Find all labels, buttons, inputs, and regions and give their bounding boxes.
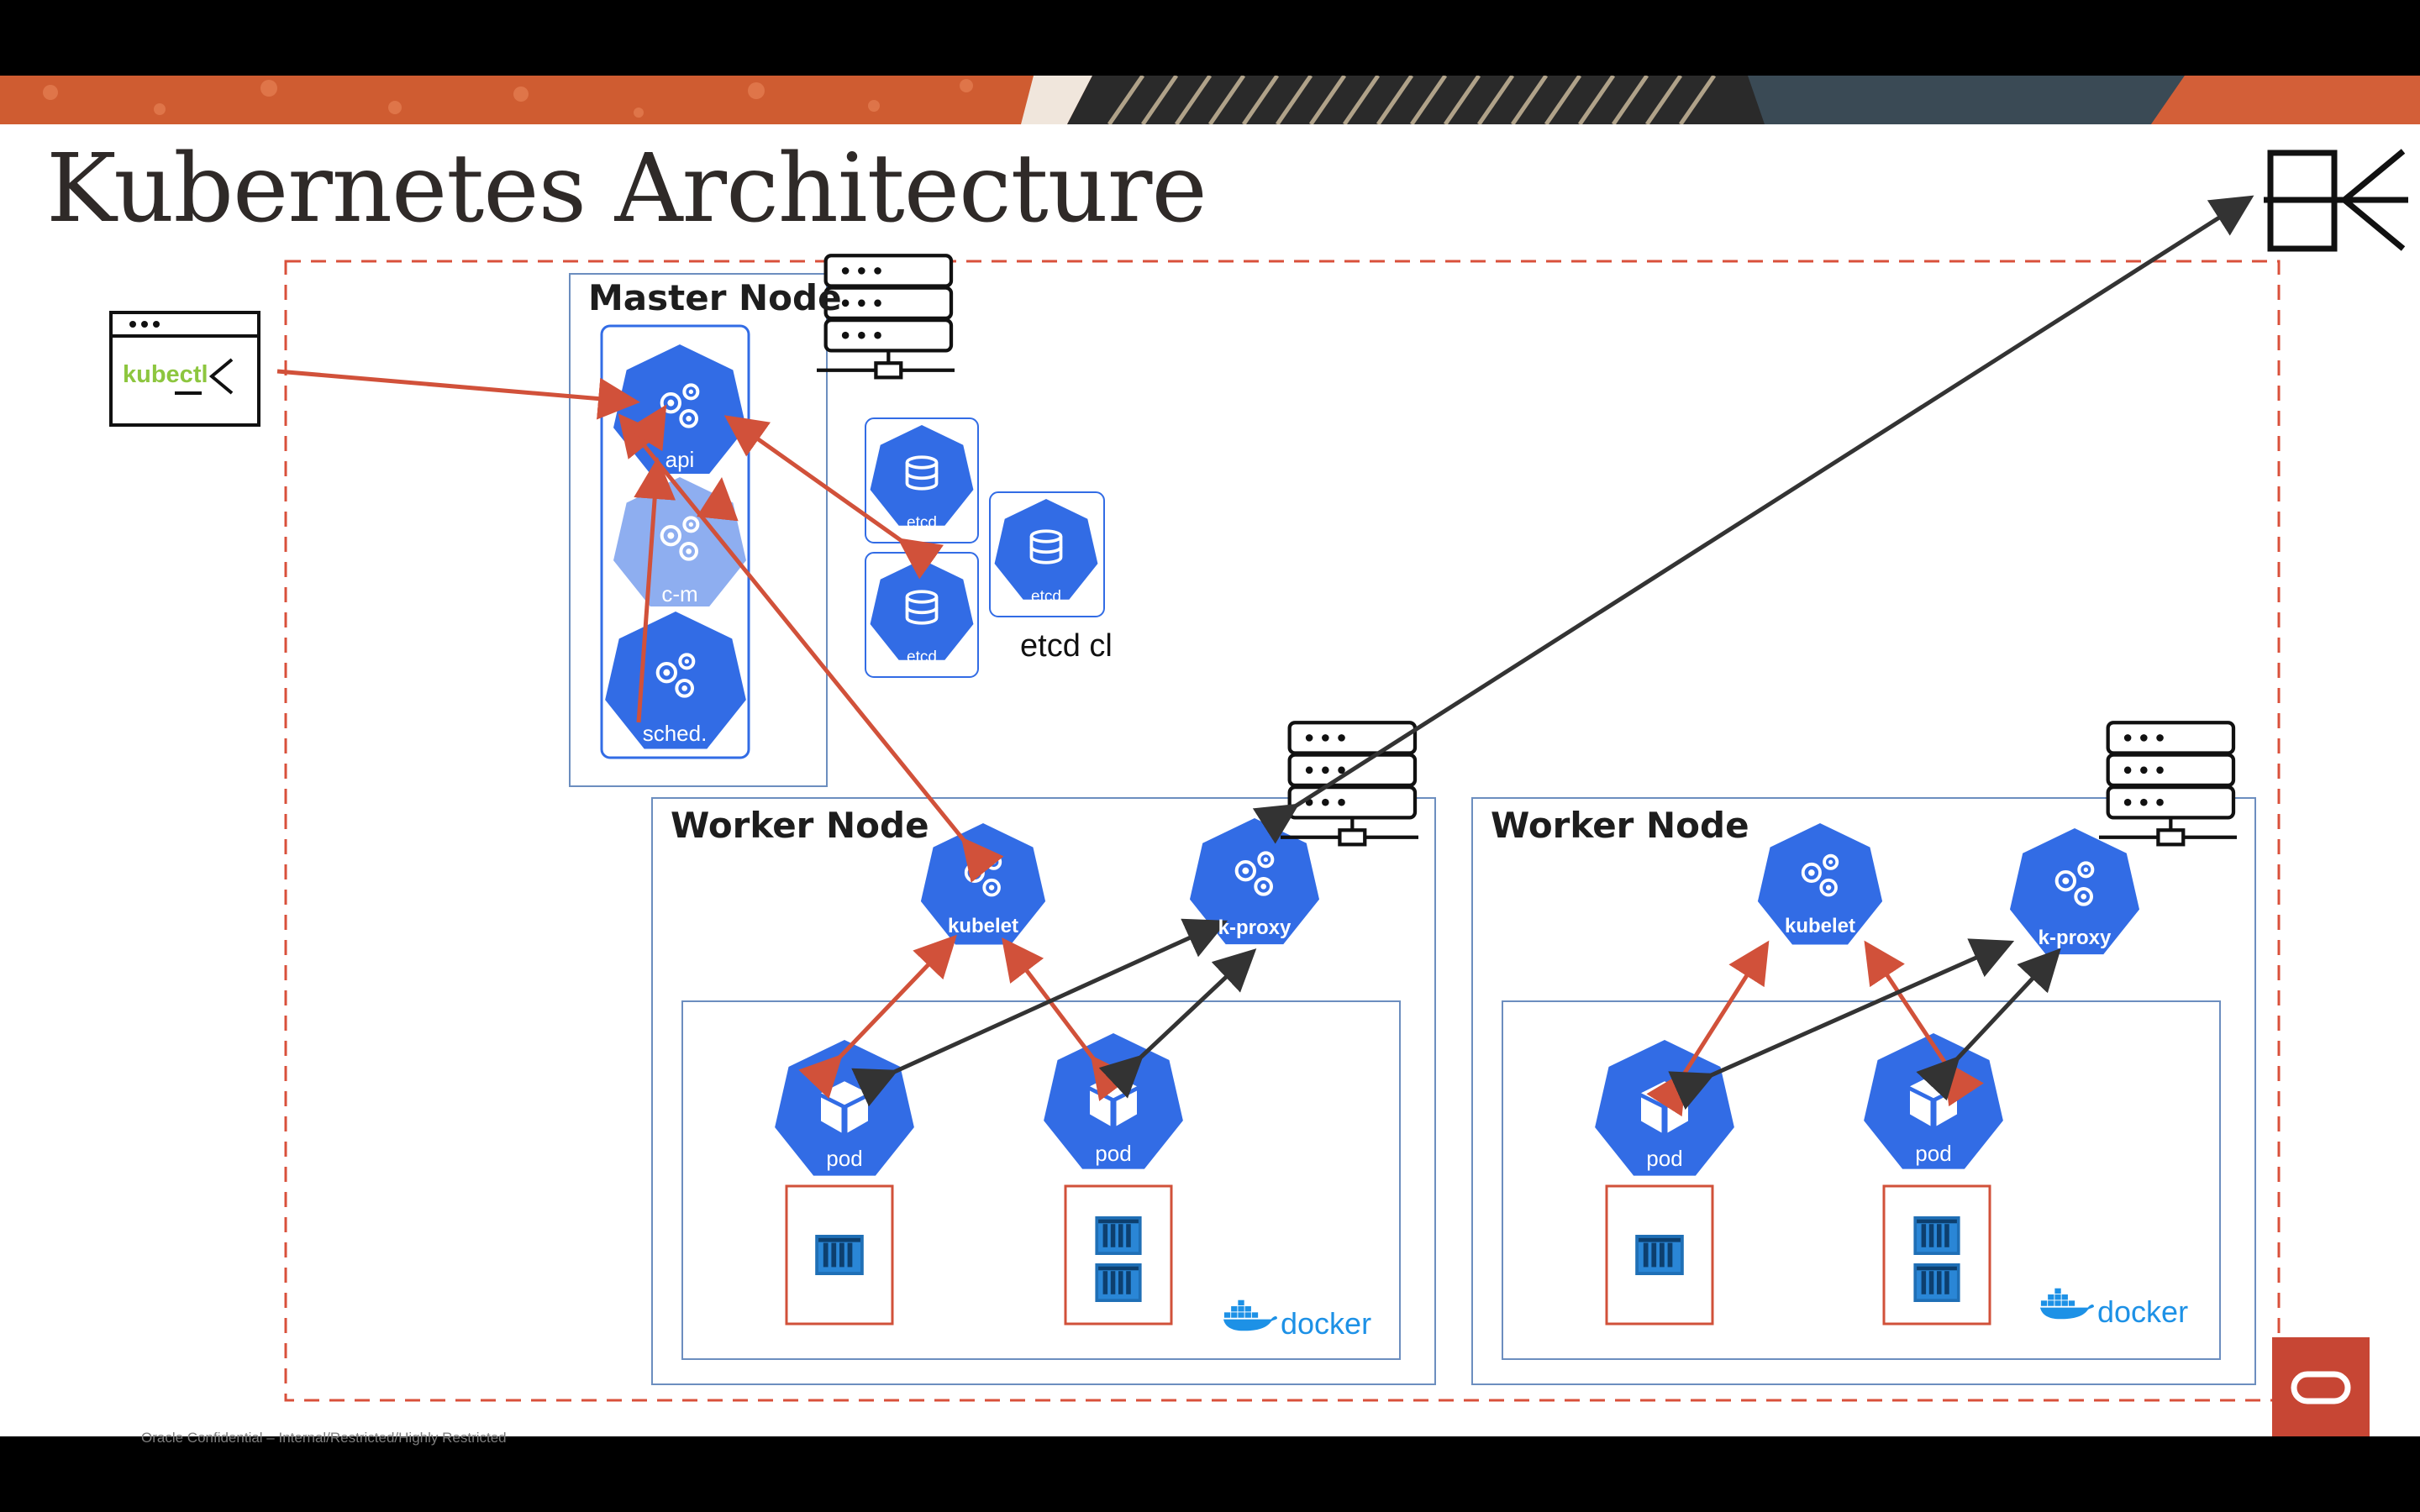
pod-label-1b: pod [1095,1141,1131,1166]
kubelet-label-1: kubelet [948,915,1018,937]
etcd-label-3: etcd [1031,588,1061,606]
etcd-cluster-label: etcd cl [1020,628,1113,664]
worker-node-2-label: Worker Node [1491,805,1749,846]
container-icon [1095,1216,1142,1255]
container-icon [815,1235,864,1275]
page-title: Kubernetes Architecture [46,134,1207,244]
docker-label-2: docker [2097,1294,2188,1329]
kubectl-terminal-icon [109,311,260,427]
network-gateway-icon [2264,149,2408,252]
etcd-label-2: etcd [907,648,937,666]
banner-art-icon [0,76,2420,124]
pod-label-1a: pod [826,1146,862,1171]
container-icon [1095,1263,1142,1302]
decorative-banner [0,76,2420,124]
kube-proxy-label-1: k-proxy [1218,916,1292,939]
kubelet-label-2: kubelet [1785,915,1855,937]
controller-manager-label: c-m [661,581,697,606]
scheduler-label: sched. [643,721,708,746]
oracle-logo-icon [2272,1337,2370,1436]
confidentiality-footer: Oracle Confidential – Internal/Restricte… [141,1430,507,1446]
docker-label-1: docker [1281,1306,1371,1341]
container-icon [1913,1216,1960,1255]
master-node-label: Master Node [588,277,842,318]
pod-label-2b: pod [1915,1141,1951,1166]
pod-label-2a: pod [1646,1146,1682,1171]
worker-node-1-label: Worker Node [671,805,929,846]
container-icon [1913,1263,1960,1302]
api-label: api [666,447,695,472]
kubectl-label: kubectl [123,361,208,388]
kube-proxy-label-2: k-proxy [2039,927,2112,949]
etcd-label-1: etcd [907,514,937,532]
container-icon [1635,1235,1684,1275]
